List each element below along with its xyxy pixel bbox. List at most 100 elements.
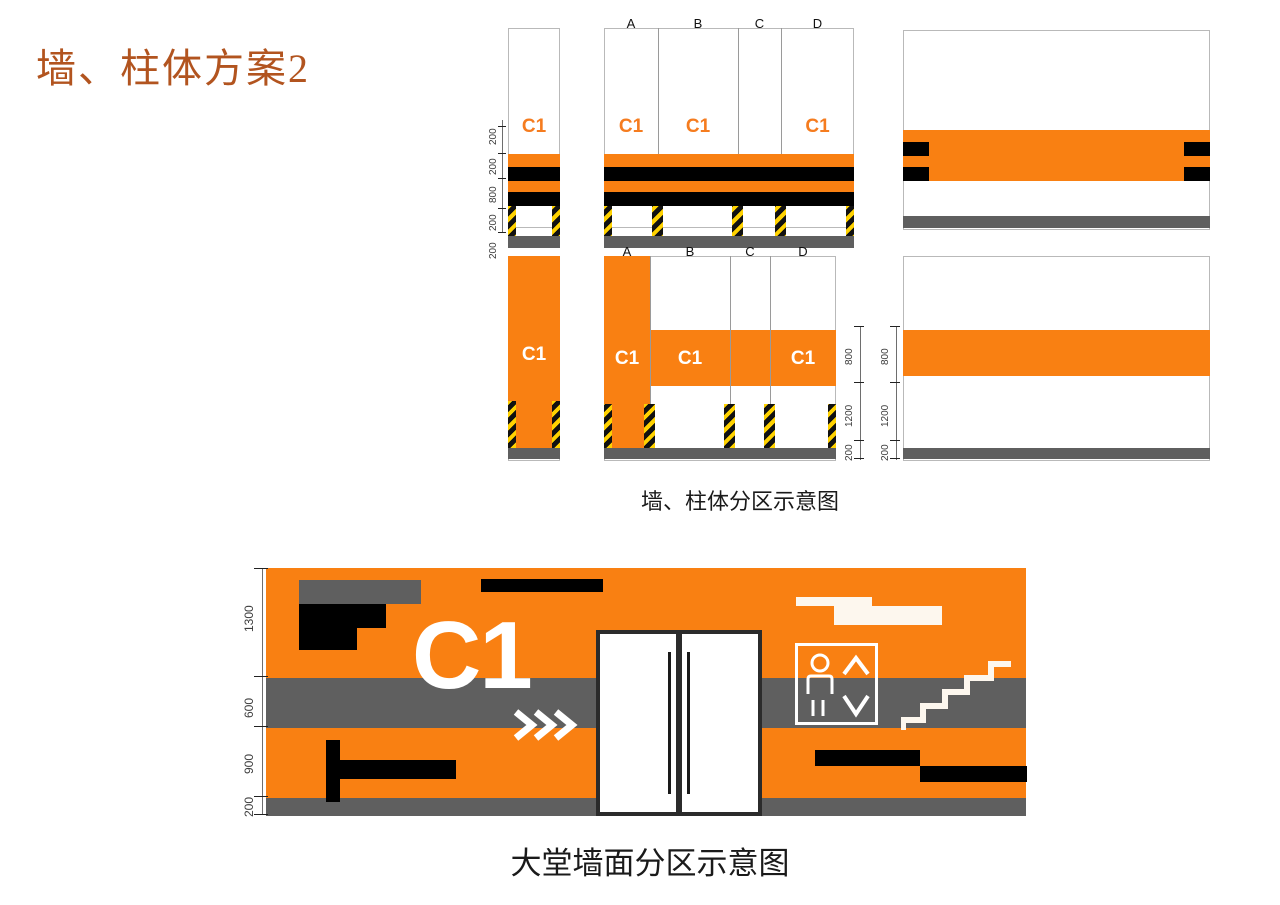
zone-label-b: C1 — [685, 116, 711, 137]
dimension-tick — [498, 208, 506, 209]
floor-base — [508, 236, 560, 248]
band-black-lower — [604, 192, 854, 206]
lobby-wall-diagram: C1 — [266, 536, 1027, 816]
hazard-guard — [764, 404, 775, 448]
dimension-800: 800 — [880, 348, 891, 366]
hazard-guard-left — [508, 401, 516, 448]
hazard-guard-right — [552, 206, 560, 240]
zoning-row1-single-column: C1 — [508, 28, 560, 248]
grid-letters-row2: A B C D — [604, 244, 836, 259]
dimension-line — [896, 326, 897, 460]
hazard-guard — [652, 206, 663, 240]
zone-label-a: C1 — [618, 116, 644, 137]
hazard-guard — [604, 206, 612, 240]
band-black-left-lower — [903, 167, 929, 181]
dimension-tick — [890, 440, 900, 441]
dimension-stack-row2-middle: 800 1200 200 — [840, 322, 864, 462]
band-orange-upper — [508, 154, 560, 167]
graphic-gray-bar — [299, 580, 421, 604]
grid-letter-a: A — [626, 16, 636, 31]
page-title: 墙、柱体方案2 — [36, 46, 310, 91]
dimension-1300: 1300 — [242, 605, 256, 633]
hazard-guard-right — [552, 401, 560, 448]
dimension-200-d: 200 — [488, 214, 499, 232]
band-orange-left-lower — [903, 156, 929, 167]
dimension-stack-lobby: 1300 600 900 200 — [234, 566, 268, 817]
dimension-tick — [498, 232, 506, 233]
dimension-tick — [254, 796, 268, 797]
lobby-zone-label-c1: C1 — [412, 602, 533, 709]
dimension-1200: 1200 — [844, 404, 855, 428]
dimension-tick — [254, 726, 268, 727]
door-handle-right — [687, 652, 690, 794]
dimension-line — [502, 120, 503, 232]
caption-zoning-diagram: 墙、柱体分区示意图 — [640, 489, 839, 514]
dimension-tick — [254, 814, 268, 815]
zoning-row2-multi-column: C1 C1 C1 — [604, 256, 836, 461]
column-orange-fill — [508, 256, 560, 448]
band-black-right-lower — [1184, 167, 1210, 181]
dimension-200-c: 200 — [488, 128, 499, 146]
panel-divider — [658, 28, 659, 183]
dimension-200: 200 — [844, 444, 855, 462]
band-orange-middle — [903, 330, 1210, 376]
dimension-200-a: 200 — [488, 242, 499, 260]
dimension-line — [860, 326, 861, 460]
dimension-tick — [854, 458, 864, 459]
dimension-tick — [854, 382, 864, 383]
graphic-white-bar-lower — [834, 606, 942, 625]
panel-divider — [781, 28, 782, 183]
dimension-900: 900 — [242, 753, 256, 775]
band-orange-upper — [604, 154, 854, 167]
graphic-black-bar-top — [481, 579, 603, 592]
dimension-tick — [854, 440, 864, 441]
dimension-tick — [498, 153, 506, 154]
grid-letters-row1: A B C D — [604, 16, 854, 31]
band-orange-right-upper — [1184, 130, 1210, 142]
elevator-door-icon[interactable] — [596, 630, 762, 816]
graphic-black-step-upper — [299, 604, 386, 628]
caption-lobby-diagram: 大堂墙面分区示意图 — [510, 846, 790, 881]
door-handle-left — [668, 652, 671, 794]
dimension-tick — [854, 326, 864, 327]
zone-label-a: C1 — [614, 348, 640, 369]
band-black-right-upper — [1184, 142, 1210, 156]
zoning-row1-wall-elevation — [903, 30, 1210, 230]
graphic-black-step-lower — [299, 628, 357, 650]
door-leaf-left[interactable] — [600, 634, 676, 812]
band-black-left-upper — [903, 142, 929, 156]
dimension-tick — [890, 382, 900, 383]
hazard-guard — [724, 404, 735, 448]
floor-base — [903, 216, 1210, 228]
band-black-lower — [508, 192, 560, 206]
grid-letter-a: A — [622, 244, 632, 259]
dimension-200-b: 200 — [488, 158, 499, 176]
door-leaf-right[interactable] — [682, 634, 758, 812]
grid-letter-b: B — [685, 244, 695, 259]
band-orange-left-upper — [903, 130, 929, 142]
dimension-tick — [254, 676, 268, 677]
dimension-tick — [498, 178, 506, 179]
grid-letter-b: B — [693, 16, 703, 31]
zone-label-c1: C1 — [521, 344, 547, 365]
zone-label-d: C1 — [805, 116, 830, 137]
panel-divider — [650, 256, 651, 448]
grid-letter-c: C — [754, 16, 765, 31]
hazard-guard — [828, 404, 836, 448]
dimension-stack-row2-right: 800 1200 200 — [874, 322, 900, 462]
dimension-stack-row1: 200 200 200 800 200 — [484, 120, 506, 259]
dimension-200: 200 — [880, 444, 891, 462]
dimension-tick — [254, 568, 268, 569]
band-black-upper — [604, 167, 854, 181]
zoning-row2-single-column: C1 — [508, 256, 560, 461]
floor-base — [508, 448, 560, 459]
panel-divider — [738, 28, 739, 183]
grid-letter-d: D — [798, 244, 808, 259]
graphic-white-bar-upper — [796, 597, 872, 606]
floor-base — [903, 448, 1210, 459]
zoning-row2-wall-elevation — [903, 256, 1210, 461]
graphic-black-bar-lower-right — [920, 766, 1027, 782]
band-orange-right-lower — [1184, 156, 1210, 167]
elevator-sign-icon — [795, 643, 878, 725]
hazard-guard — [846, 206, 854, 240]
